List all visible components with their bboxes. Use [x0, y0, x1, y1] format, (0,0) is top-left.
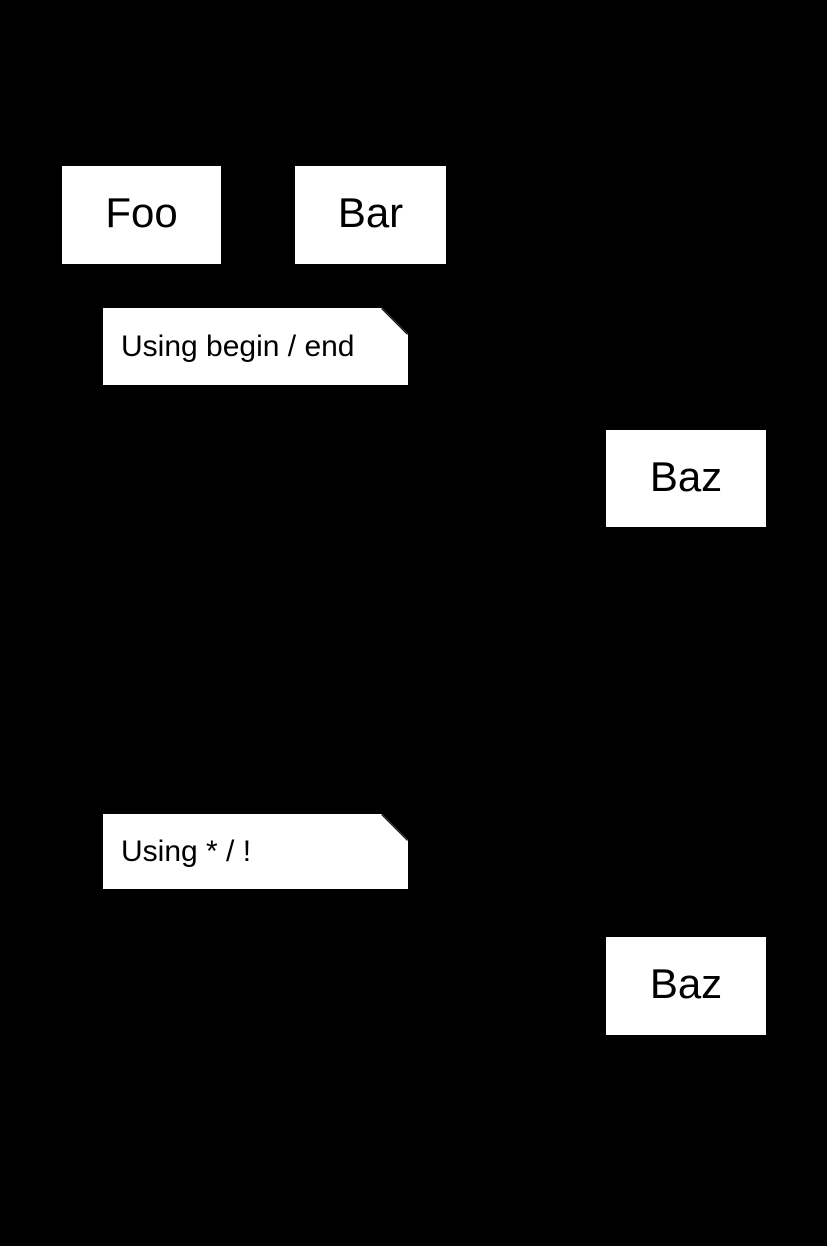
note-using-begin-end[interactable]: Using begin / end	[103, 308, 408, 385]
note-using-star-bang[interactable]: Using * / !	[103, 814, 408, 889]
lifeline-bar	[370, 264, 372, 1246]
participant-box-foo[interactable]: Foo	[62, 166, 221, 264]
message-arrow-foo-bar	[141, 440, 370, 442]
lifeline-baz-top	[685, 527, 687, 937]
participant-label-baz-bottom: Baz	[649, 960, 723, 1007]
note-text-using-star-bang: Using * / !	[121, 834, 252, 868]
note-text-using-begin-end: Using begin / end	[121, 329, 355, 363]
note-body	[103, 308, 408, 385]
participant-label-foo: Foo	[105, 189, 178, 236]
message-arrow-baz-bar	[371, 720, 685, 722]
participant-box-bar[interactable]: Bar	[295, 166, 446, 264]
message-arrow-bar-baz	[371, 600, 685, 602]
participant-box-baz-top[interactable]: Baz	[606, 430, 766, 527]
participant-label-baz-top: Baz	[649, 452, 723, 500]
participant-label-bar: Bar	[337, 189, 404, 236]
lifeline-foo	[140, 264, 142, 1246]
note-fold-corner-icon	[381, 308, 408, 335]
message-arrow-foo-bar-2	[141, 960, 370, 962]
note-body	[103, 814, 408, 889]
lifeline-baz-bottom	[685, 1035, 687, 1246]
participant-box-baz-bottom[interactable]: Baz	[606, 937, 766, 1035]
note-fold-corner-icon	[381, 814, 408, 841]
